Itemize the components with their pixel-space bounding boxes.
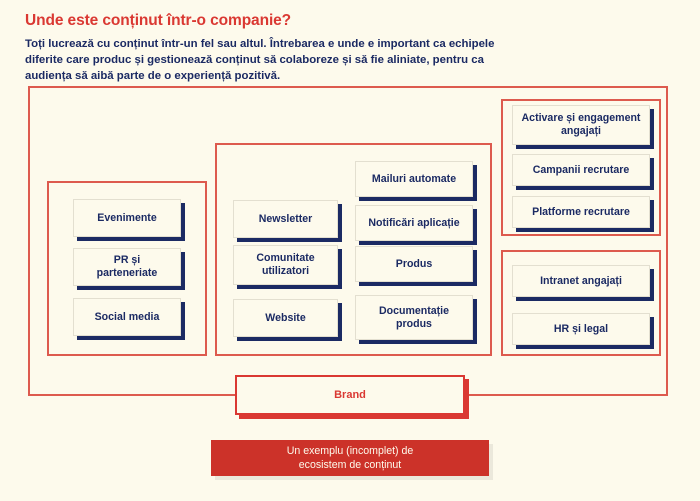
node-social-media: Social media — [73, 298, 181, 336]
node-label: Notificări aplicație — [368, 216, 460, 229]
node-intranet-angaja-i: Intranet angajați — [512, 265, 650, 297]
node-label: Social media — [94, 310, 160, 323]
node-label: Evenimente — [97, 211, 157, 224]
node-label: Produs — [395, 257, 433, 270]
node-evenimente: Evenimente — [73, 199, 181, 237]
node-mailuri-automate: Mailuri automate — [355, 161, 473, 197]
page-intro-text: Toți lucrează cu conținut într-un fel sa… — [25, 38, 495, 83]
node-label: Newsletter — [258, 212, 313, 225]
group-frame-hr-top — [501, 99, 661, 236]
node-label: Website — [265, 311, 306, 324]
node-hr-i-legal: HR și legal — [512, 313, 650, 345]
group-frame-hr-bottom — [501, 250, 661, 356]
node-label: Campanii recrutare — [532, 163, 630, 176]
node-produs: Produs — [355, 246, 473, 282]
node-notific-ri-aplica-ie: Notificări aplicație — [355, 205, 473, 241]
node-website: Website — [233, 299, 338, 337]
node-label: Platforme recrutare — [532, 205, 630, 218]
node-label: Mailuri automate — [371, 172, 457, 185]
node-label: Intranet angajați — [540, 274, 622, 287]
brand-node: Brand — [235, 375, 465, 415]
group-frame-owned-left — [47, 181, 207, 356]
node-newsletter: Newsletter — [233, 200, 338, 238]
node-platforme-recrutare: Platforme recrutare — [512, 196, 650, 228]
page-title: Unde este conținut într-o companie? — [25, 12, 292, 29]
group-frame-owned-middle — [215, 143, 492, 356]
node-label: HR și legal — [553, 322, 609, 335]
node-campanii-recrutare: Campanii recrutare — [512, 154, 650, 186]
